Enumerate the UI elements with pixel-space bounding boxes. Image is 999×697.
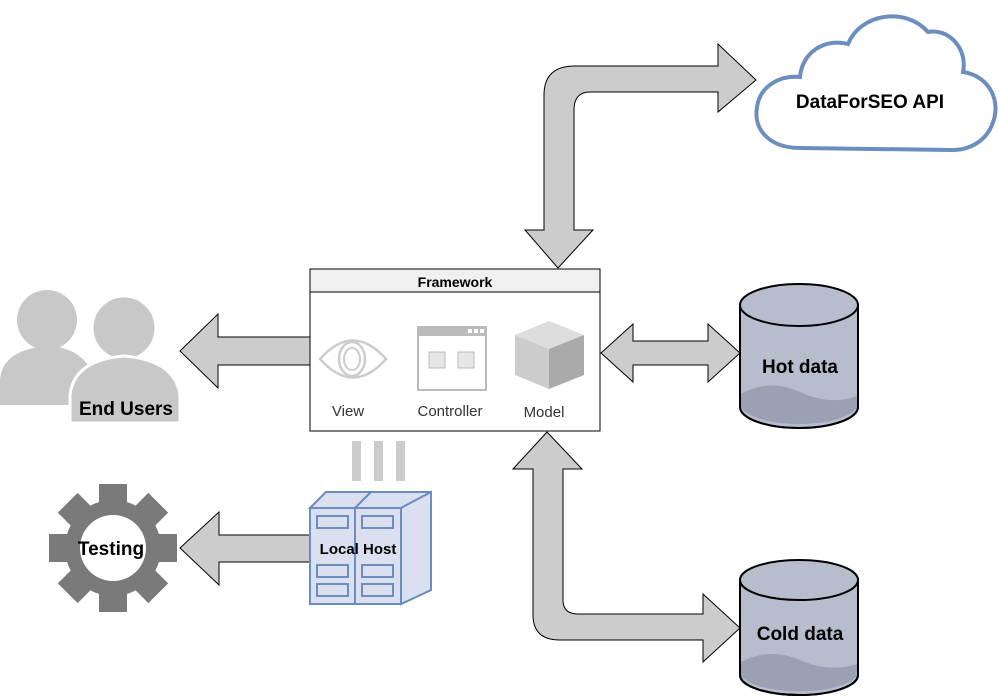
browser-window-icon: [417, 326, 487, 391]
database-icon: [739, 283, 859, 429]
arrow-framework-hot-data: [600, 322, 741, 384]
arrow-framework-cold-data: [511, 431, 741, 664]
controller-label: Controller: [417, 403, 482, 420]
testing-label: Testing: [78, 539, 144, 560]
end-users-label: End Users: [79, 399, 173, 420]
framework-title: Framework: [418, 274, 493, 290]
view-label: View: [332, 403, 364, 420]
api-label: DataForSEO API: [796, 92, 944, 113]
testing: Testing: [49, 484, 177, 612]
arrow-framework-end-users: [179, 312, 311, 390]
model-label: Model: [524, 404, 565, 421]
hot-data-db: Hot data: [739, 283, 859, 429]
signal-bars: [352, 441, 405, 481]
api-cloud: DataForSEO API: [754, 14, 998, 153]
users-icon: [0, 290, 182, 425]
cloud-icon: [754, 14, 998, 153]
server-rack-icon: [307, 490, 432, 606]
hot-data-label: Hot data: [762, 357, 838, 378]
cold-data-db: Cold data: [739, 559, 859, 696]
database-icon: [739, 559, 859, 696]
cube-icon: [515, 321, 584, 389]
arrow-local-host-testing: [179, 510, 311, 587]
local-host: Local Host: [307, 441, 432, 606]
end-users: End Users: [0, 290, 182, 425]
arrow-framework-api: [523, 42, 757, 269]
local-host-label: Local Host: [320, 541, 397, 558]
cold-data-label: Cold data: [757, 624, 844, 645]
gear-icon: [49, 484, 177, 612]
eye-icon: [318, 339, 388, 379]
framework-box: Framework View Controller Model: [309, 268, 601, 432]
